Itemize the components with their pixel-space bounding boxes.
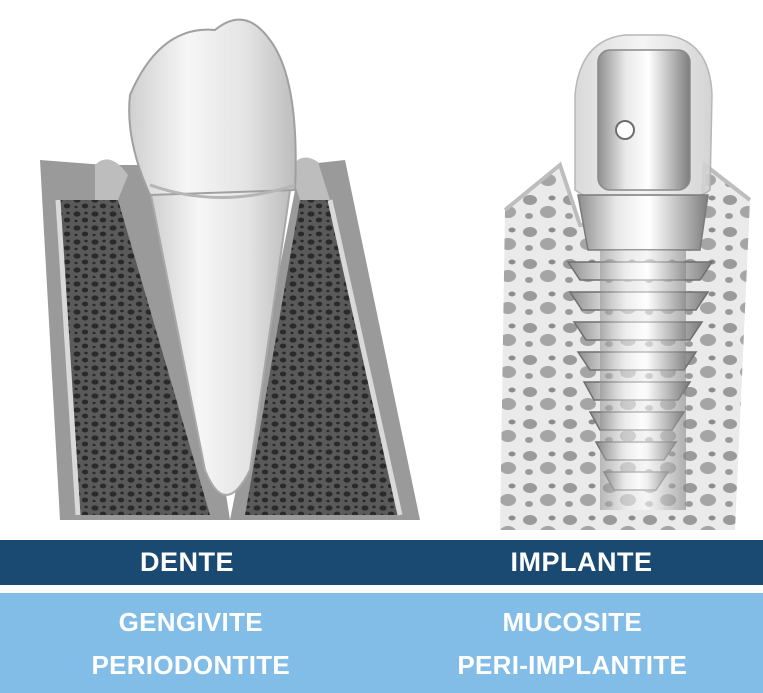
conditions-band: GENGIVITE PERIODONTITE MUCOSITE PERI-IMP…: [0, 593, 763, 693]
implant-condition-severe: PERI-IMPLANTITE: [382, 650, 763, 681]
tooth-condition-severe: PERIODONTITE: [0, 650, 382, 681]
implant-illustration: [500, 35, 750, 530]
header-band: DENTE IMPLANTE: [0, 540, 763, 585]
column-header-implant: IMPLANTE: [393, 540, 763, 585]
tooth-illustration: [40, 20, 420, 520]
tooth-condition-mild: GENGIVITE: [0, 607, 382, 638]
column-header-tooth: DENTE: [0, 540, 393, 585]
divider: [0, 585, 763, 593]
implant-condition-mild: MUCOSITE: [382, 607, 763, 638]
comparison-illustration: [0, 0, 763, 540]
tooth-conditions: GENGIVITE PERIODONTITE: [0, 593, 382, 693]
implant-conditions: MUCOSITE PERI-IMPLANTITE: [382, 593, 763, 693]
